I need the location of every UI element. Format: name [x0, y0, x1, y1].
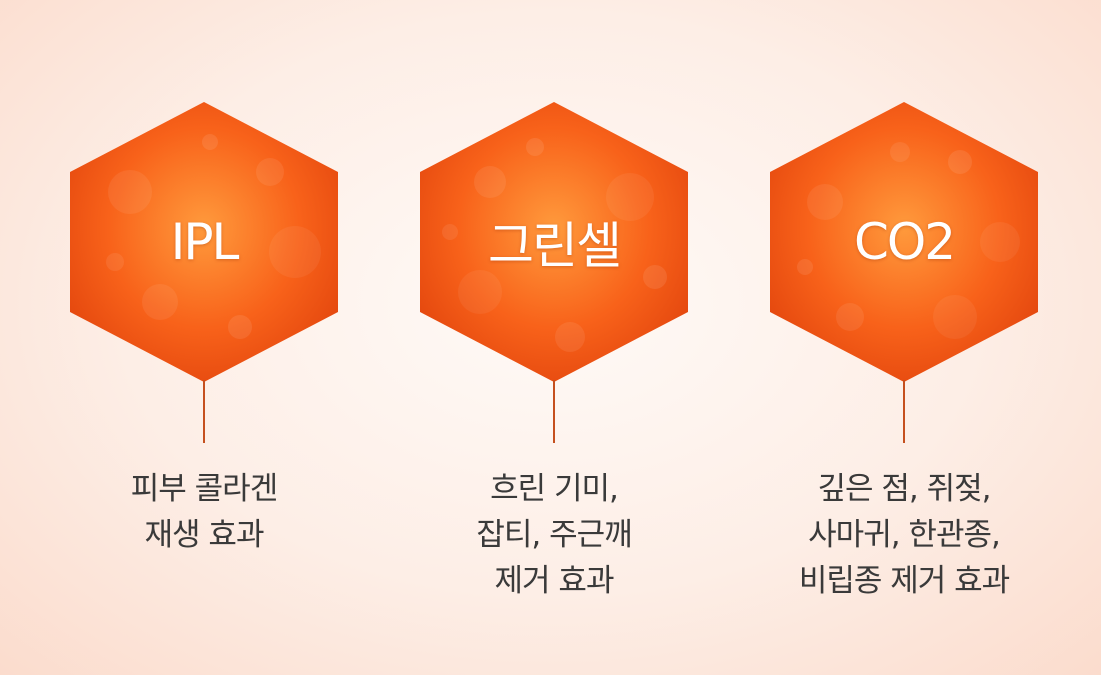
description-line: 흐린 기미, — [490, 471, 619, 507]
treatment-description: 피부 콜라겐 재생 효과 — [30, 466, 378, 558]
hexagon-badge: IPL — [70, 102, 338, 382]
treatment-description: 흐린 기미, 잡티, 주근깨 제거 효과 — [380, 466, 728, 604]
description-line: 제거 효과 — [494, 563, 615, 599]
connector-line — [203, 380, 205, 443]
connector-line — [553, 380, 555, 443]
connector-line — [903, 380, 905, 443]
description-line: 재생 효과 — [144, 517, 265, 553]
hexagon-shape — [70, 102, 338, 382]
treatment-name: 그린셀 — [488, 217, 622, 275]
description-line: 잡티, 주근깨 — [476, 517, 632, 553]
treatment-name: IPL — [170, 213, 240, 271]
description-line: 비립종 제거 효과 — [798, 563, 1010, 599]
treatment-ipl: IPL 피부 콜라겐 재생 효과 — [70, 0, 338, 675]
treatment-greencell: 그린셀 흐린 기미, 잡티, 주근깨 제거 효과 — [420, 0, 688, 675]
description-line: 깊은 점, 쥐젖, — [817, 471, 991, 507]
description-line: 피부 콜라겐 — [130, 471, 278, 507]
hexagon-badge: CO2 — [770, 102, 1038, 382]
treatment-name: CO2 — [853, 213, 956, 271]
description-line: 사마귀, 한관종, — [808, 517, 1001, 553]
hexagon-shape — [420, 102, 688, 382]
treatment-co2: CO2 깊은 점, 쥐젖, 사마귀, 한관종, 비립종 제거 효과 — [770, 0, 1038, 675]
hexagon-shape — [770, 102, 1038, 382]
treatment-description: 깊은 점, 쥐젖, 사마귀, 한관종, 비립종 제거 효과 — [730, 466, 1078, 604]
hexagon-badge: 그린셀 — [420, 102, 688, 382]
